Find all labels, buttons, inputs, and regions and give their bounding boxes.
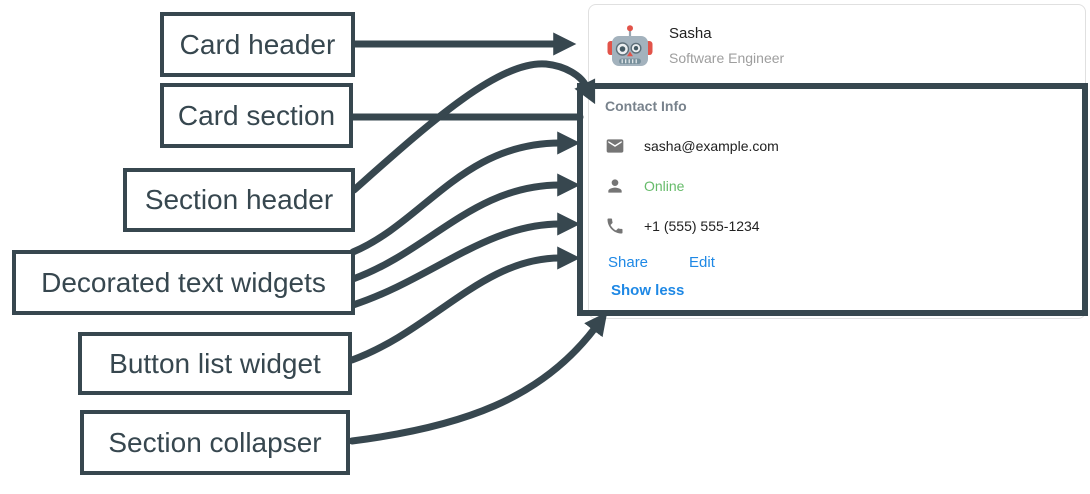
card-header-role: Software Engineer: [669, 50, 785, 66]
decorated-text-email: sasha@example.com: [605, 134, 779, 158]
card-header-name: Sasha: [669, 25, 712, 42]
decorated-text-phone: +1 (555) 555-1234: [605, 214, 760, 238]
arrow-decorated-email: [349, 131, 581, 256]
arrow-section-header: [350, 60, 596, 194]
status-text: Online: [644, 178, 685, 194]
callout-section-header-text: Section header: [144, 184, 334, 215]
callout-decorated-text-widgets-text: Decorated text widgets: [41, 266, 326, 298]
callout-card-header: Card header: [160, 12, 355, 77]
edit-button[interactable]: Edit: [689, 254, 715, 271]
arrow-decorated-phone: [349, 212, 581, 309]
callout-button-list-widget: Button list widget: [78, 332, 352, 395]
person-icon: [608, 179, 622, 193]
callout-card-header-text: Card header: [179, 28, 336, 60]
arrow-decorated-online: [349, 173, 581, 283]
button-list: Share Edit: [608, 254, 715, 271]
phone-icon: [607, 218, 623, 234]
callout-section-collapser-text: Section collapser: [108, 426, 322, 458]
arrow-button-list: [348, 246, 581, 364]
section-collapser-button[interactable]: Show less: [611, 282, 685, 299]
decorated-text-status: Online: [605, 174, 684, 198]
callout-decorated-text-widgets: Decorated text widgets: [12, 250, 355, 315]
email-text: sasha@example.com: [644, 138, 779, 154]
callout-card-section-text: Card section: [177, 99, 336, 131]
callout-section-collapser: Section collapser: [80, 410, 350, 475]
arrow-section-collapser: [348, 311, 608, 445]
callout-button-list-widget-text: Button list widget: [109, 347, 321, 379]
profile-card: Sasha Software Engineer Contact Info sas…: [588, 4, 1086, 319]
callout-section-header: Section header: [123, 168, 355, 232]
email-icon: [606, 139, 624, 153]
phone-text: +1 (555) 555-1234: [644, 218, 760, 234]
section-header-title: Contact Info: [605, 98, 687, 114]
robot-avatar-icon: [607, 25, 653, 66]
callout-card-section: Card section: [160, 83, 353, 148]
share-button[interactable]: Share: [608, 254, 649, 271]
